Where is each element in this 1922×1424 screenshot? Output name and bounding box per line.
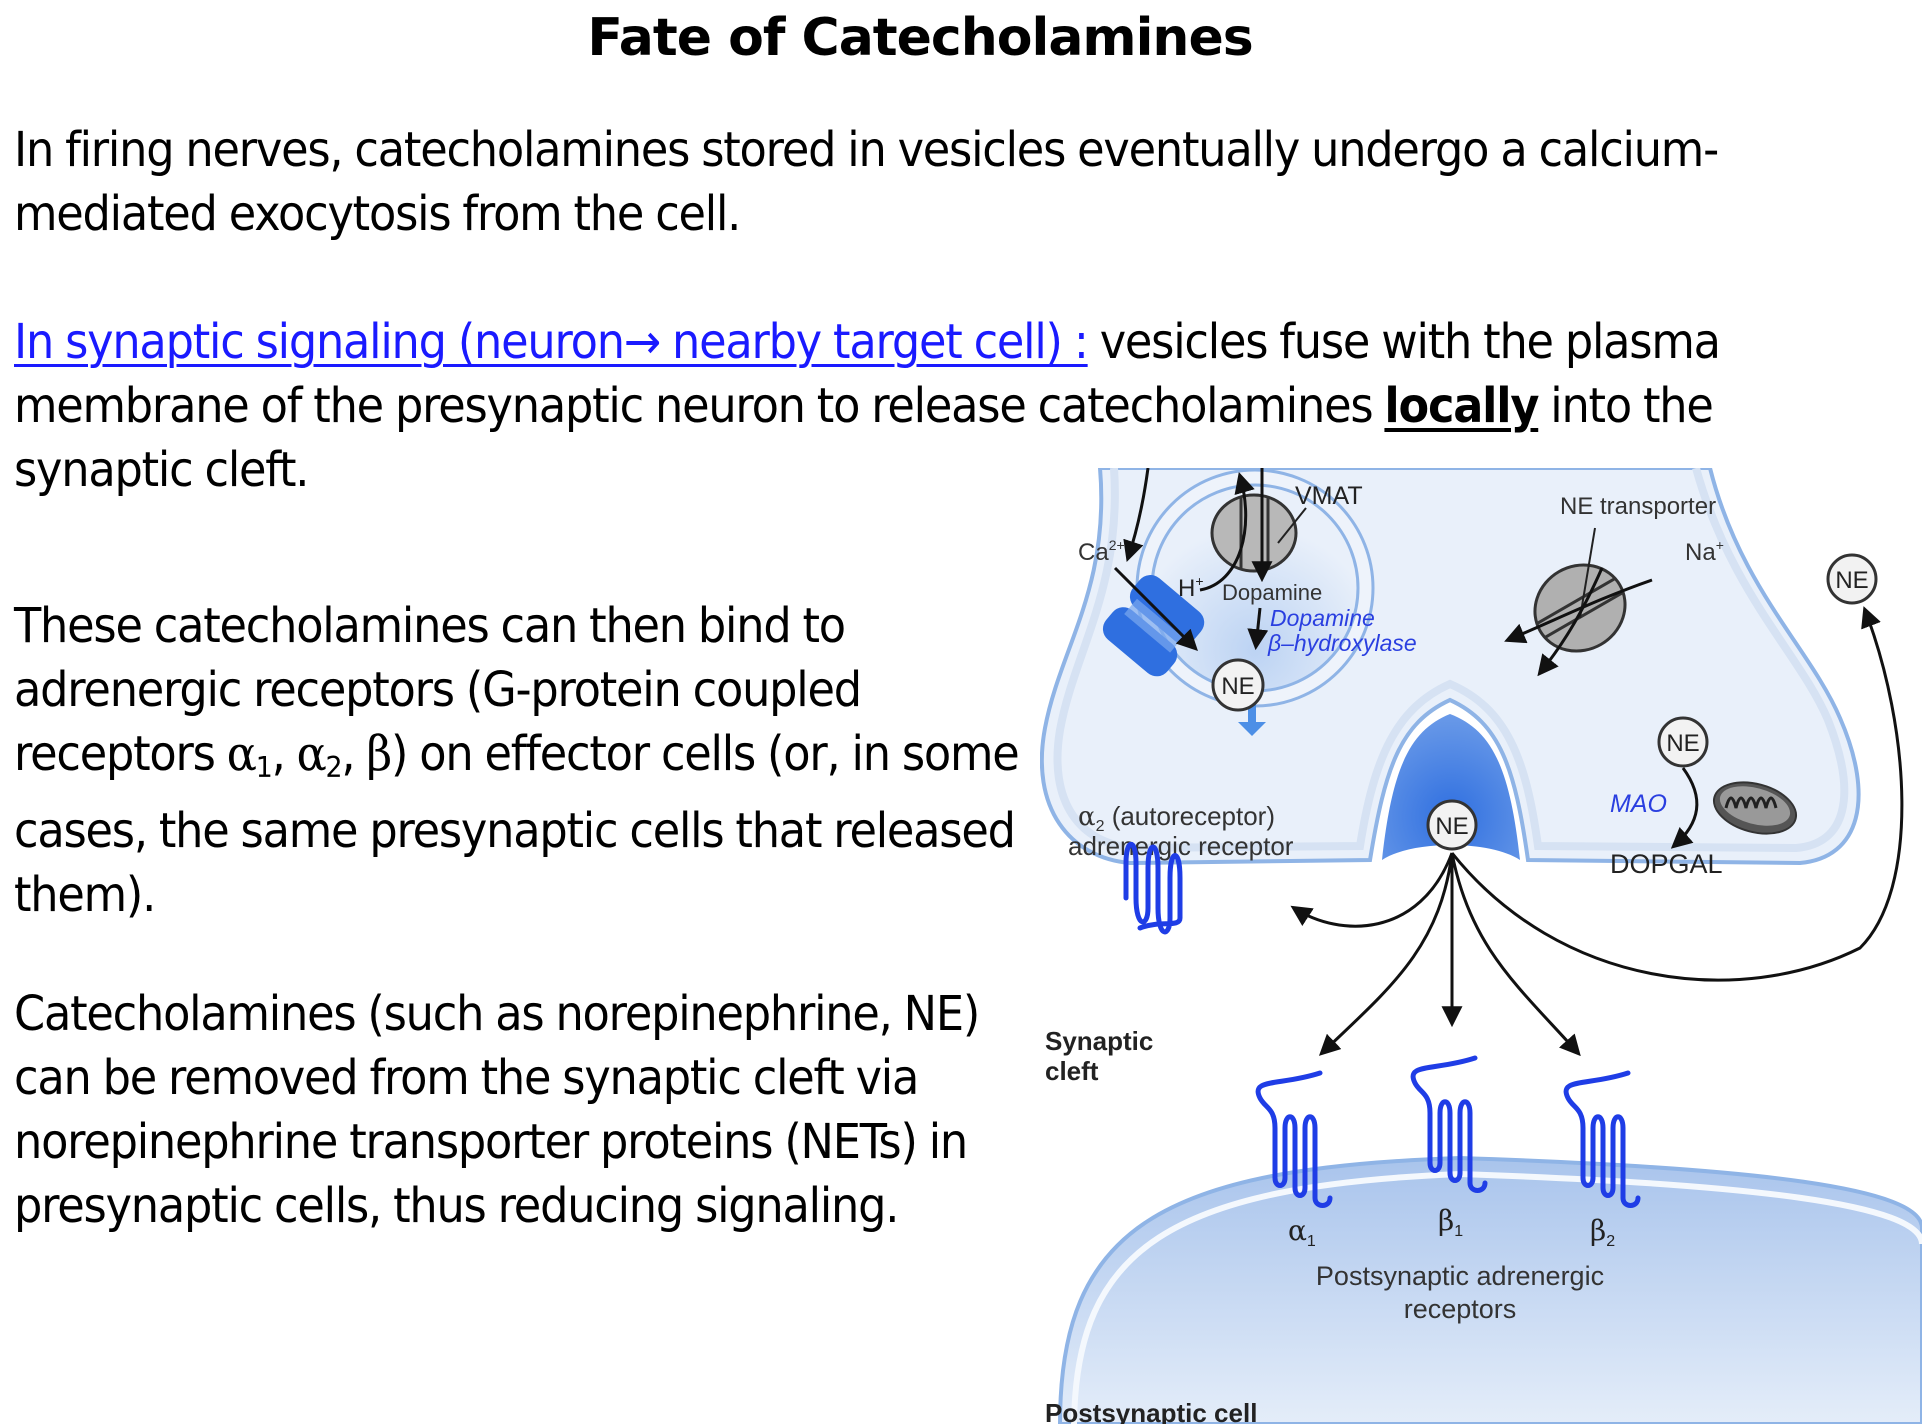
dbh-label-line2: β–hydroxylase — [1267, 630, 1417, 656]
dopgal-label: DOPGAL — [1610, 849, 1723, 879]
dopamine-to-ne-arrow-icon — [1247, 607, 1269, 651]
ne-transporter-label: NE transporter — [1560, 493, 1716, 520]
axon-arrow-icon — [1123, 468, 1150, 562]
synaptic-signaling-link[interactable]: In synaptic signaling (neuron→ nearby ta… — [14, 314, 1089, 370]
vmat-label: VMAT — [1295, 482, 1363, 510]
postsynaptic-receptors-label-1: Postsynaptic adrenergic — [1316, 1261, 1604, 1291]
ne-molecule-released: NE — [1426, 799, 1478, 851]
separator: , — [341, 726, 367, 782]
beta1-label: β1 — [1438, 1204, 1463, 1240]
paragraph-exocytosis: In firing nerves, catecholamines stored … — [14, 122, 1719, 242]
beta2-receptor-icon — [1563, 1070, 1641, 1208]
svg-text:NE: NE — [1221, 673, 1254, 700]
calcium-label: Ca2+ — [1078, 537, 1125, 566]
svg-text:NE: NE — [1666, 730, 1699, 757]
alpha1-subscript: 1 — [255, 750, 273, 785]
alpha2-receptor-icon — [1123, 841, 1183, 935]
postsynaptic-cell-label: Postsynaptic cell — [1045, 1398, 1257, 1424]
postsynaptic-cell — [1057, 1155, 1922, 1424]
paragraph-receptor-binding: These catecholamines can then bind to ad… — [14, 594, 1046, 927]
calcium-channel-icon — [1102, 566, 1205, 677]
paragraph3-text-a: These catecholamines can then bind to ad… — [14, 598, 862, 782]
ne-molecule-vesicle: NE — [1211, 658, 1265, 712]
slide-title: Fate of Catecholamines — [587, 8, 1253, 68]
synaptic-cleft-label-1: Synaptic — [1045, 1026, 1153, 1056]
locally-emphasis: locally — [1384, 378, 1539, 434]
beta-symbol: β — [366, 726, 392, 782]
synaptic-vesicle — [1135, 468, 1375, 708]
dopamine-label: Dopamine — [1222, 580, 1322, 605]
alpha1-label: α1 — [1288, 1214, 1316, 1250]
paragraph3-text-b: ) on effector cells (or, in some cases, … — [14, 726, 1020, 924]
alpha2-subscript: 2 — [325, 750, 343, 785]
ne-molecule-extracellular: NE — [1826, 553, 1878, 605]
h-plus-label: H+ — [1178, 573, 1204, 602]
beta1-receptor-icon — [1410, 1055, 1488, 1193]
alpha-symbol: α — [296, 726, 327, 782]
svg-text:NE: NE — [1435, 813, 1468, 840]
synaptic-cleft-label-2: cleft — [1045, 1056, 1099, 1086]
separator: , — [271, 726, 297, 782]
alpha2-label-line2: adrenergic receptor — [1068, 831, 1294, 861]
alpha2-label-line1: α2 (autoreceptor) — [1078, 801, 1275, 835]
svg-text:NE: NE — [1835, 567, 1868, 594]
paragraph-net-removal: Catecholamines (such as norepinephrine, … — [14, 986, 980, 1234]
alpha1-receptor-icon — [1255, 1070, 1333, 1208]
fusion-arrow-icon — [1238, 700, 1266, 736]
ne-molecule-cytosol: NE — [1657, 716, 1709, 768]
paragraph2-text-a: vesicles fuse with the plasma membrane o… — [14, 314, 1721, 434]
release-arrows — [1290, 606, 1904, 1057]
dbh-label-line1: Dopamine — [1270, 605, 1375, 631]
alpha-symbol: α — [226, 726, 257, 782]
ne-transporter-icon — [1504, 527, 1653, 677]
vmat-transporter-icon — [1199, 468, 1307, 592]
beta2-label: β2 — [1590, 1214, 1615, 1250]
mitochondrion-icon — [1712, 781, 1798, 835]
mao-label: MAO — [1610, 790, 1667, 818]
synapse-diagram: VMAT H+ Dopamine Dopamine β–hydroxylase … — [1040, 468, 1922, 1424]
paragraph2-text-b: into the synaptic cleft. — [14, 378, 1714, 498]
postsynaptic-receptors-label-2: receptors — [1404, 1294, 1517, 1324]
mao-arrow-icon — [1670, 767, 1699, 849]
sodium-label: Na+ — [1685, 537, 1724, 566]
paragraph-synaptic-signaling: In synaptic signaling (neuron→ nearby ta… — [14, 310, 1781, 502]
